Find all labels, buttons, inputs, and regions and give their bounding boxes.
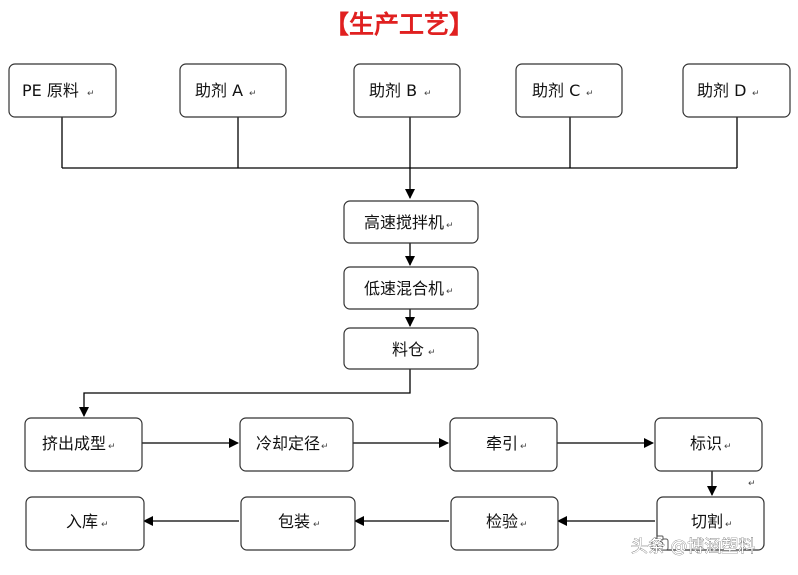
node-label: 低速混合机 <box>364 279 444 298</box>
node-label: PE 原料 <box>22 81 79 100</box>
node-label: 切割 <box>691 512 723 531</box>
node-label: 入库 <box>66 512 98 531</box>
node-label: 高速搅拌机 <box>364 213 444 232</box>
node-label: 牵引 <box>486 434 518 453</box>
paragraph-mark: ↵ <box>752 89 760 99</box>
paragraph-mark: ↵ <box>313 520 321 530</box>
paragraph-mark: ↵ <box>725 520 733 530</box>
node-additive-b: 助剂 B ↵ <box>353 63 461 118</box>
arrow-to-extrusion <box>79 369 411 417</box>
paragraph-mark: ↵ <box>101 520 109 530</box>
paragraph-mark: ↵ <box>108 442 116 452</box>
node-label: 助剂 A <box>195 81 243 100</box>
node-label: 冷却定径 <box>256 434 320 453</box>
node-cooling: 冷却定径 ↵ <box>239 417 354 472</box>
node-label: 料仓 <box>392 340 424 359</box>
node-high-speed-mixer: 高速搅拌机 ↵ <box>343 200 479 244</box>
paragraph-mark: ↵ <box>446 287 454 297</box>
node-additive-c: 助剂 C ↵ <box>515 63 623 118</box>
node-traction: 牵引 ↵ <box>449 417 558 472</box>
watermark: 头条 @博涵塑料 <box>631 535 756 557</box>
node-label: 检验 <box>486 512 518 531</box>
paragraph-mark: ↵ <box>424 89 432 99</box>
camera-icon <box>651 535 669 551</box>
node-inspection: 检验 ↵ <box>450 496 559 551</box>
paragraph-mark: ↵ <box>748 479 756 489</box>
node-label: 助剂 C <box>532 81 580 100</box>
paragraph-mark: ↵ <box>446 221 454 231</box>
paragraph-mark: ↵ <box>586 89 594 99</box>
node-storage: 入库 ↵ <box>25 496 145 551</box>
paragraph-mark: ↵ <box>87 89 95 99</box>
watermark-text: 头条 @博涵塑料 <box>631 537 755 557</box>
node-extrusion: 挤出成型 ↵ <box>24 417 143 472</box>
paragraph-mark: ↵ <box>520 520 528 530</box>
node-marking: 标识 ↵ ↵ <box>654 417 763 489</box>
paragraph-mark: ↵ <box>520 442 528 452</box>
node-pe-raw-material: PE 原料 ↵ <box>8 63 117 118</box>
paragraph-mark: ↵ <box>321 442 329 452</box>
node-additive-d: 助剂 D ↵ <box>682 63 791 118</box>
node-silo: 料仓 ↵ <box>343 327 479 370</box>
paragraph-mark: ↵ <box>724 442 732 452</box>
paragraph-mark: ↵ <box>249 89 257 99</box>
node-label: 标识 <box>690 434 722 453</box>
connectors <box>61 117 738 526</box>
node-label: 助剂 B <box>369 81 417 100</box>
node-additive-a: 助剂 A ↵ <box>179 63 287 118</box>
node-packaging: 包装 ↵ <box>240 496 356 551</box>
node-label: 包装 <box>278 512 310 531</box>
diagram-title: 【生产工艺】 <box>324 10 474 39</box>
node-label: 挤出成型 <box>42 434 106 453</box>
node-label: 助剂 D <box>697 81 746 100</box>
paragraph-mark: ↵ <box>428 348 436 358</box>
node-low-speed-mixer: 低速混合机 ↵ <box>343 266 479 310</box>
node-cutting: 切割 ↵ <box>656 496 765 551</box>
